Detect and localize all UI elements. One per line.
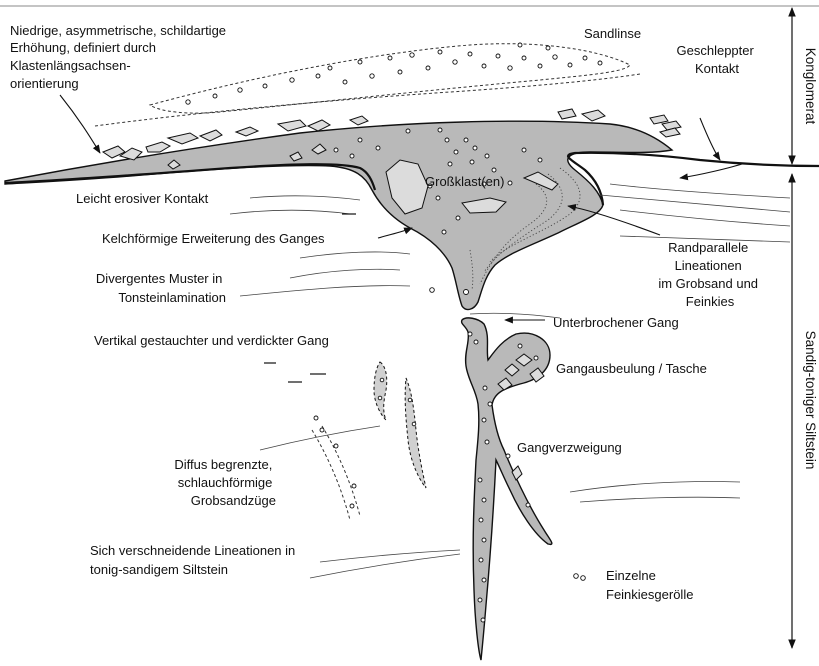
label-schneidend: Sich verschneidende Lineationen in tonig… [90,543,299,577]
label-randparallel: Randparallele Lineationen im Grobsand un… [658,240,761,309]
sand-lens-pebbles [186,43,602,104]
label-schild: Niedrige, asymmetrische, schildartige Er… [10,23,230,91]
label-vertikal: Vertikal gestauchter und verdickter Gang [94,333,329,348]
label-unterbrochen: Unterbrochener Gang [553,315,679,330]
label-erosiv: Leicht erosiver Kontakt [76,191,209,206]
label-diffus: Diffus begrenzte, schlauchförmige Grobsa… [174,457,276,508]
single-pebble-symbols [430,288,586,581]
label-verzweigung: Gangverzweigung [517,440,622,455]
label-einzeln: Einzelne Feinkiesgerölle [606,568,693,602]
label-grossklast: Großklast(en) [425,174,504,189]
label-kelch: Kelchförmige Erweiterung des Ganges [102,231,325,246]
label-sandlinse: Sandlinse [584,26,641,41]
side-label-siltstein: Sandig-toniger Siltstein [803,331,818,470]
sand-lens [95,44,640,126]
label-divergent: Divergentes Muster in Tonsteinlamination [96,271,226,305]
side-label-konglomerat: Konglomerat [803,48,818,125]
diffuse-sand-streaks [312,362,426,520]
label-geschleppt: Geschleppter Kontakt [677,43,758,76]
label-ausbeulung: Gangausbeulung / Tasche [556,361,707,376]
